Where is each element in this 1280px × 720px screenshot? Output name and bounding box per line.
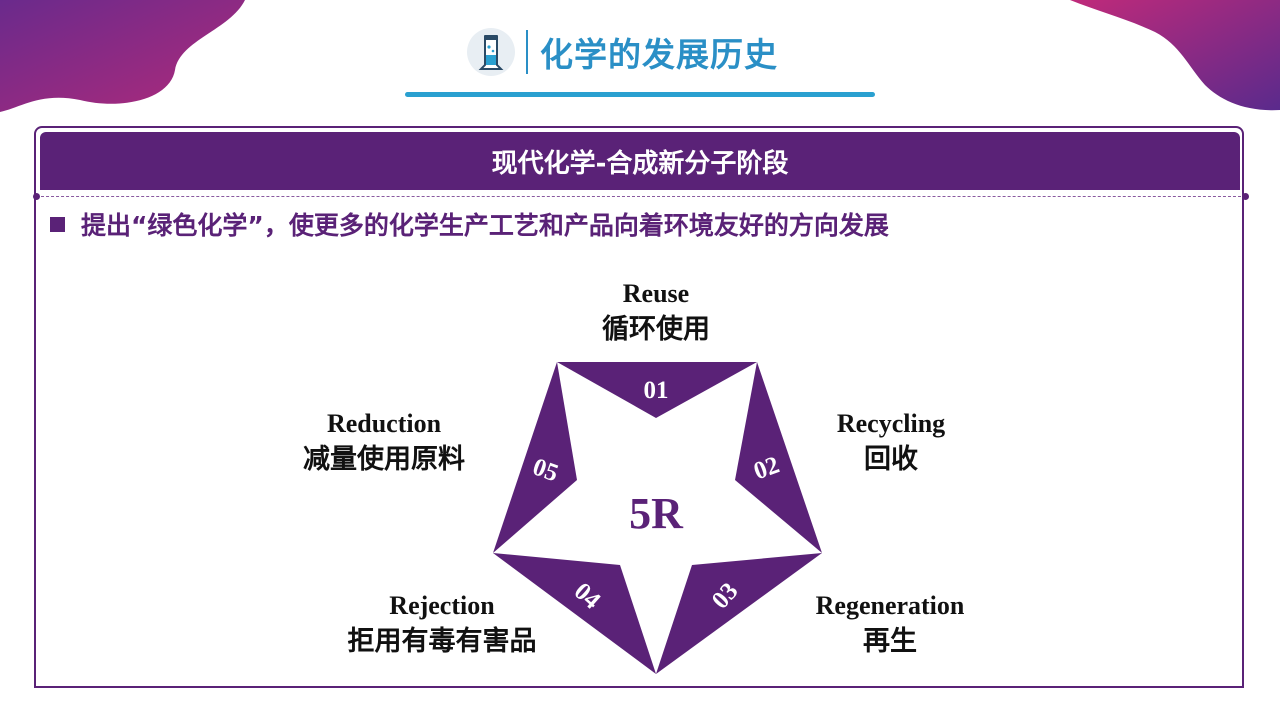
bullet-point: 提出“绿色化学”，使更多的化学生产工艺和产品向着环境友好的方向发展 (50, 206, 889, 242)
title-underline (405, 92, 875, 97)
item-zh-label: 拒用有毒有害品 (347, 626, 537, 657)
page-title: 化学的发展历史 (540, 35, 778, 74)
item-recycling: Recycling 回收 (791, 408, 991, 480)
segment-number-01: 01 (644, 377, 669, 404)
bullet-text: 提出“绿色化学”，使更多的化学生产工艺和产品向着环境友好的方向发展 (81, 211, 889, 240)
header-separator (36, 196, 1246, 197)
separator-dot-left (33, 193, 40, 200)
panel-header: 现代化学-合成新分子阶段 (40, 132, 1240, 190)
separator-dot-right (1242, 193, 1249, 200)
star-segment-05 (493, 362, 577, 553)
item-zh-label: 循环使用 (602, 314, 710, 345)
title-divider (526, 30, 528, 74)
item-zh-label: 再生 (863, 626, 917, 657)
item-zh-label: 回收 (864, 444, 918, 475)
center-label: 5R (629, 489, 684, 538)
item-en-label: Reduction (326, 409, 442, 438)
star-segment-03 (656, 553, 822, 674)
star-segment-02 (735, 362, 822, 553)
corner-decoration-right (1070, 0, 1280, 111)
star-segment-04 (493, 553, 656, 674)
star-segment-01 (557, 362, 757, 418)
item-rejection: Rejection 拒用有毒有害品 (322, 590, 562, 662)
bullet-square-icon (50, 216, 65, 232)
item-zh-label: 减量使用原料 (303, 444, 465, 475)
item-reuse: Reuse 循环使用 (556, 278, 756, 350)
corner-decoration-left (0, 0, 245, 112)
flask-icon (467, 28, 515, 76)
content-panel (34, 126, 1244, 688)
title-bar: 化学的发展历史 (466, 24, 778, 80)
item-en-label: Recycling (836, 409, 946, 438)
item-en-label: Reuse (622, 279, 690, 308)
item-en-label: Regeneration (815, 591, 965, 620)
item-reduction: Reduction 减量使用原料 (274, 408, 494, 480)
item-en-label: Rejection (389, 591, 495, 620)
item-regeneration: Regeneration 再生 (780, 590, 1000, 662)
